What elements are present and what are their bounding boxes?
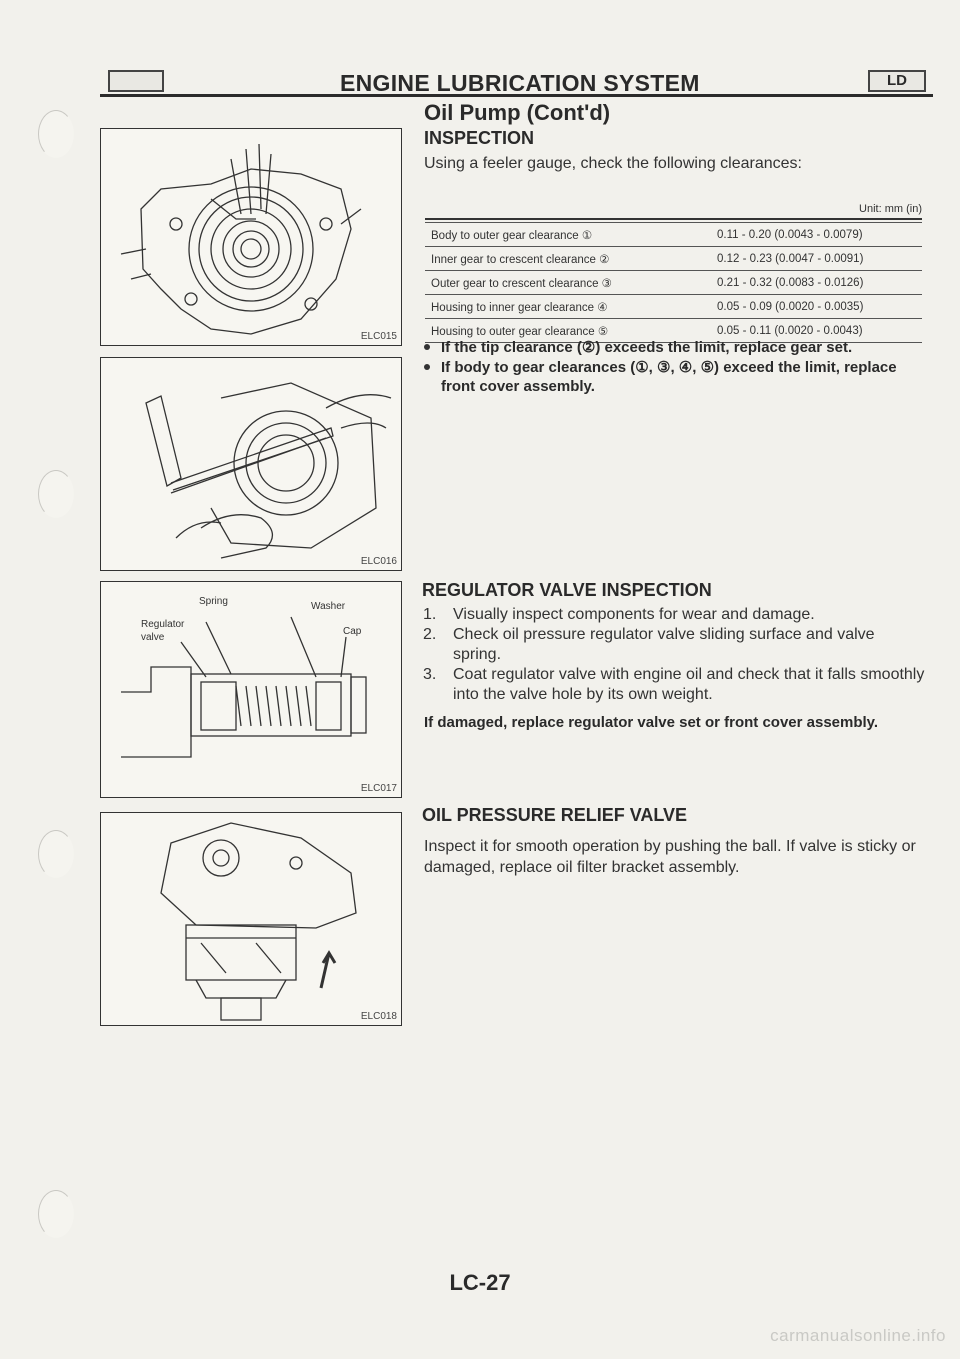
inspection-heading: INSPECTION [424, 128, 535, 148]
unit-label: Unit: mm (in) [859, 203, 922, 215]
step-number: 2. [423, 626, 437, 643]
bullet-item: If body to gear clearances (①, ③, ④, ⑤) … [424, 358, 926, 396]
inspection-intro: Using a feeler gauge, check the followin… [424, 155, 802, 172]
table-row: Outer gear to crescent clearance ③ 0.21 … [425, 270, 922, 295]
bullet-text: If body to gear clearances (①, ③, ④, ⑤) … [441, 359, 897, 395]
header-title: ENGINE LUBRICATION SYSTEM [340, 70, 700, 96]
bullet-text: If the tip clearance (②) exceeds the lim… [441, 339, 853, 356]
relief-text: Inspect it for smooth operation by pushi… [424, 838, 916, 876]
relief-valve-illustration [160, 822, 357, 1021]
valve-label: valve [141, 632, 165, 643]
figure-feeler-gauge: ELC016 [100, 357, 402, 571]
list-item: 3. Coat regulator valve with engine oil a… [421, 665, 926, 705]
list-item: 2. Check oil pressure regulator valve sli… [421, 625, 926, 665]
table-row: Inner gear to crescent clearance ② 0.12 … [425, 246, 922, 271]
clearance-value: 0.21 - 0.32 (0.0083 - 0.0126) [711, 270, 922, 295]
step-text: Visually inspect components for wear and… [453, 606, 815, 623]
oil-pump-illustration [120, 143, 362, 335]
bullet-dot [424, 364, 430, 370]
clearance-item: Housing to outer gear clearance ⑤ [425, 318, 711, 343]
bullet-item: If the tip clearance (②) exceeds the lim… [424, 338, 931, 357]
section-title: Oil Pump (Cont'd) [424, 100, 611, 125]
feeler-gauge-illustration [145, 382, 392, 559]
step-text: Coat regulator valve with engine oil and… [453, 666, 925, 703]
figure-code: ELC017 [360, 783, 397, 794]
clearance-value: 0.05 - 0.11 (0.0020 - 0.0043) [711, 318, 922, 343]
clearance-table: Body to outer gear clearance ① 0.11 - 0.… [425, 222, 922, 343]
spring-label: Spring [199, 596, 228, 607]
bullet-dot [424, 344, 430, 350]
binder-hole [38, 470, 74, 518]
page-number: LC-27 [449, 1270, 511, 1295]
header-rule [100, 94, 933, 97]
table-row: Housing to outer gear clearance ⑤ 0.05 -… [425, 318, 922, 343]
clearance-value: 0.12 - 0.23 (0.0047 - 0.0091) [711, 246, 922, 271]
left-header-badge [108, 70, 164, 92]
step-number: 3. [423, 666, 437, 683]
clearance-item: Body to outer gear clearance ① [425, 222, 711, 247]
regulator-valve-illustration: Spring Washer Regulator valve Cap [121, 596, 367, 758]
step-text: Check oil pressure regulator valve slidi… [453, 626, 875, 663]
binder-hole [38, 830, 74, 878]
clearance-item: Housing to inner gear clearance ④ [425, 294, 711, 319]
clearance-item: Inner gear to crescent clearance ② [425, 246, 711, 271]
clearance-value: 0.05 - 0.09 (0.0020 - 0.0035) [711, 294, 922, 319]
figure-code: ELC018 [360, 1011, 397, 1022]
right-header-badge: LD [868, 70, 926, 92]
clearance-item: Outer gear to crescent clearance ③ [425, 270, 711, 295]
binder-hole [38, 110, 74, 158]
regulator-label: Regulator [141, 619, 185, 630]
table-top-rule [425, 218, 922, 220]
table-row: Housing to inner gear clearance ④ 0.05 -… [425, 294, 922, 319]
list-item: 1. Visually inspect components for wear a… [421, 605, 926, 625]
regulator-steps: 1. Visually inspect components for wear a… [421, 605, 926, 705]
binder-hole [38, 1190, 74, 1238]
table-row: Body to outer gear clearance ① 0.11 - 0.… [425, 222, 922, 247]
step-number: 1. [423, 606, 437, 623]
figure-code: ELC015 [360, 331, 397, 342]
watermark: carmanualsonline.info [770, 1326, 946, 1345]
cap-label: Cap [343, 626, 362, 637]
figure-oil-pump-gears: ELC015 [100, 128, 402, 346]
figure-relief-valve: ELC018 [100, 812, 402, 1026]
relief-heading: OIL PRESSURE RELIEF VALVE [422, 805, 688, 825]
figure-regulator-valve: Spring Washer Regulator valve Cap ELC017 [100, 581, 402, 798]
regulator-warning: If damaged, replace regulator valve set … [424, 714, 879, 731]
regulator-heading: REGULATOR VALVE INSPECTION [422, 580, 712, 600]
washer-label: Washer [311, 601, 346, 612]
clearance-value: 0.11 - 0.20 (0.0043 - 0.0079) [711, 222, 922, 247]
figure-code: ELC016 [360, 556, 397, 567]
